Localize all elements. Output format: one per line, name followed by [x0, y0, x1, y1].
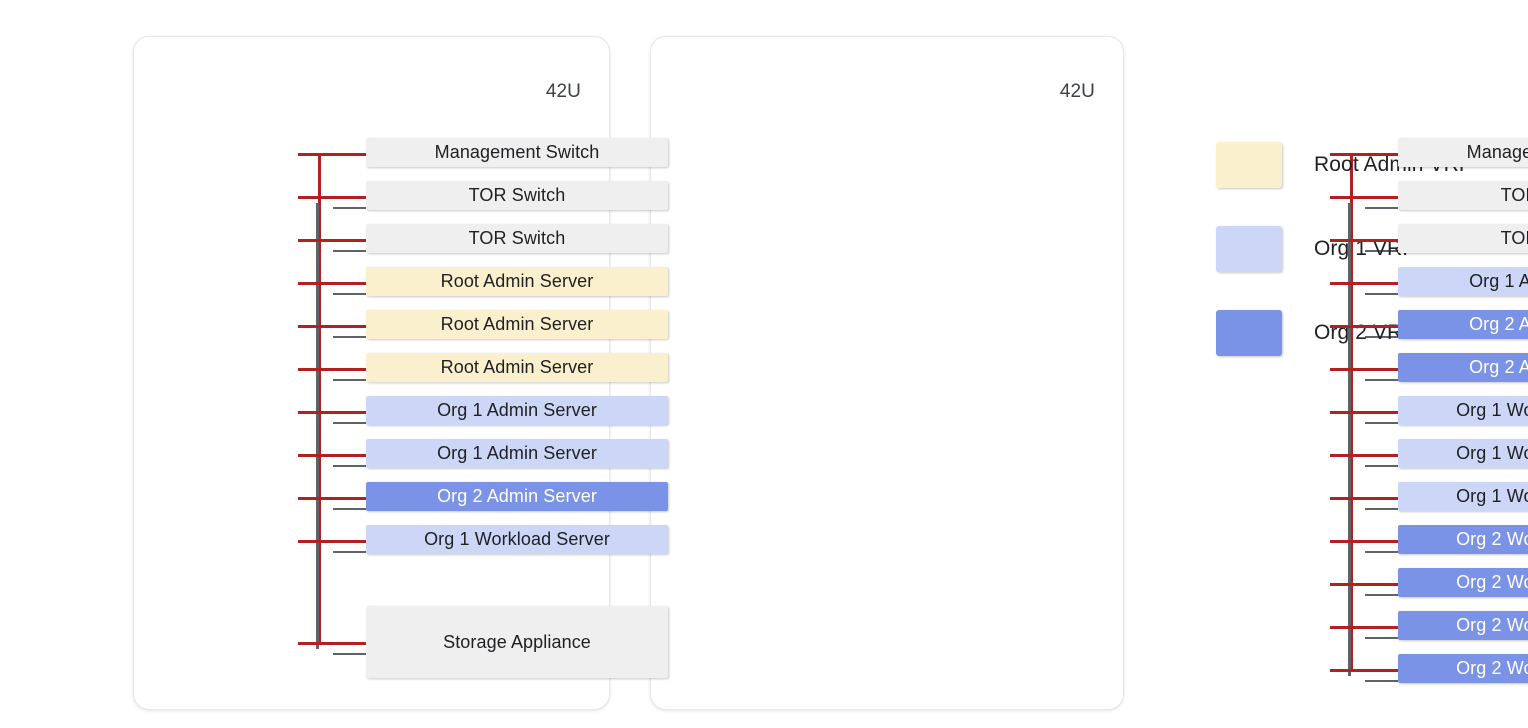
management-stub	[333, 335, 366, 338]
rack-unit[interactable]: Org 1 Admin Server	[1398, 267, 1528, 296]
management-stub	[1365, 507, 1398, 510]
rack-right: 42U	[650, 36, 1124, 710]
rack-unit[interactable]: TOR Switch	[366, 224, 668, 253]
rack-unit[interactable]: TOR Switch	[1398, 181, 1528, 210]
rack-unit[interactable]: Org 1 Workload Server	[366, 525, 668, 554]
legend-swatch-cream	[1216, 142, 1282, 188]
management-stub	[333, 292, 366, 295]
management-stub	[1365, 378, 1398, 381]
power-stub	[298, 281, 366, 285]
power-bus-vertical	[318, 152, 321, 644]
rack-unit[interactable]: Root Admin Server	[366, 353, 668, 382]
power-stub	[298, 367, 366, 371]
rack-unit[interactable]: Org 2 Workload Server	[1398, 525, 1528, 554]
management-stub	[1365, 679, 1398, 682]
management-stub	[1365, 636, 1398, 639]
legend-label: Org 1 VRF	[1314, 237, 1416, 260]
power-stub	[1330, 195, 1398, 199]
rack-unit[interactable]: Org 2 Workload Server	[1398, 568, 1528, 597]
rack-unit[interactable]: Org 1 Admin Server	[366, 439, 668, 468]
power-stub	[1330, 453, 1398, 457]
power-stub	[298, 539, 366, 543]
management-stub	[333, 206, 366, 209]
power-stub	[298, 152, 366, 156]
legend-item: Org 1 VRF	[1216, 226, 1472, 272]
power-stub	[1330, 582, 1398, 586]
power-stub	[1330, 410, 1398, 414]
power-stub	[298, 195, 366, 199]
power-stub	[1330, 539, 1398, 543]
management-stub	[1365, 335, 1398, 338]
power-stub	[1330, 496, 1398, 500]
management-stub	[333, 507, 366, 510]
rack-unit[interactable]: Org 2 Admin Server	[1398, 353, 1528, 382]
rack-unit[interactable]: Org 1 Workload Server	[1398, 482, 1528, 511]
management-stub	[1365, 593, 1398, 596]
rack-unit[interactable]: Org 1 Workload Server	[1398, 439, 1528, 468]
power-stub	[1330, 625, 1398, 629]
rack-unit[interactable]: Management Switch	[366, 138, 668, 167]
management-stub	[1365, 249, 1398, 252]
rack-unit[interactable]: Root Admin Server	[366, 267, 668, 296]
power-stub	[1330, 238, 1398, 242]
rack-unit[interactable]: Root Admin Server	[366, 310, 668, 339]
management-bus-vertical	[1348, 202, 1351, 676]
rack-unit[interactable]: Org 1 Workload Server	[1398, 396, 1528, 425]
power-stub	[298, 324, 366, 328]
power-stub	[1330, 324, 1398, 328]
power-stub	[1330, 367, 1398, 371]
management-stub	[333, 653, 366, 655]
management-stub	[333, 249, 366, 252]
management-stub	[1365, 464, 1398, 467]
management-stub	[333, 464, 366, 467]
power-stub	[298, 410, 366, 414]
management-stub	[1365, 421, 1398, 424]
rack-right-capacity-label: 42U	[1059, 81, 1095, 102]
rack-unit[interactable]: Org 2 Admin Server	[1398, 310, 1528, 339]
management-bus-vertical	[316, 202, 319, 649]
management-stub	[333, 550, 366, 553]
rack-unit[interactable]: Org 1 Admin Server	[366, 396, 668, 425]
power-stub	[298, 642, 366, 645]
management-stub	[1365, 206, 1398, 209]
power-stub	[298, 453, 366, 457]
rack-unit[interactable]: Management Switch	[1398, 138, 1528, 167]
legend-swatch-dblue	[1216, 310, 1282, 356]
power-stub	[298, 496, 366, 500]
legend-item: Root Admin VRF	[1216, 142, 1472, 188]
rack-unit[interactable]: Org 2 Workload Server	[1398, 611, 1528, 640]
rack-left-capacity-label: 42U	[545, 81, 581, 102]
management-stub	[333, 421, 366, 424]
rack-unit[interactable]: TOR Switch	[1398, 224, 1528, 253]
power-stub	[1330, 668, 1398, 672]
management-stub	[1365, 292, 1398, 295]
power-stub	[1330, 281, 1398, 285]
legend-swatch-lblue	[1216, 226, 1282, 272]
rack-unit[interactable]: Org 2 Workload Server	[1398, 654, 1528, 683]
rack-unit[interactable]: Storage Appliance	[366, 606, 668, 678]
rack-unit[interactable]: TOR Switch	[366, 181, 668, 210]
rack-unit[interactable]: Org 2 Admin Server	[366, 482, 668, 511]
power-stub	[1330, 152, 1398, 156]
management-stub	[333, 378, 366, 381]
power-stub	[298, 238, 366, 242]
management-stub	[1365, 550, 1398, 553]
